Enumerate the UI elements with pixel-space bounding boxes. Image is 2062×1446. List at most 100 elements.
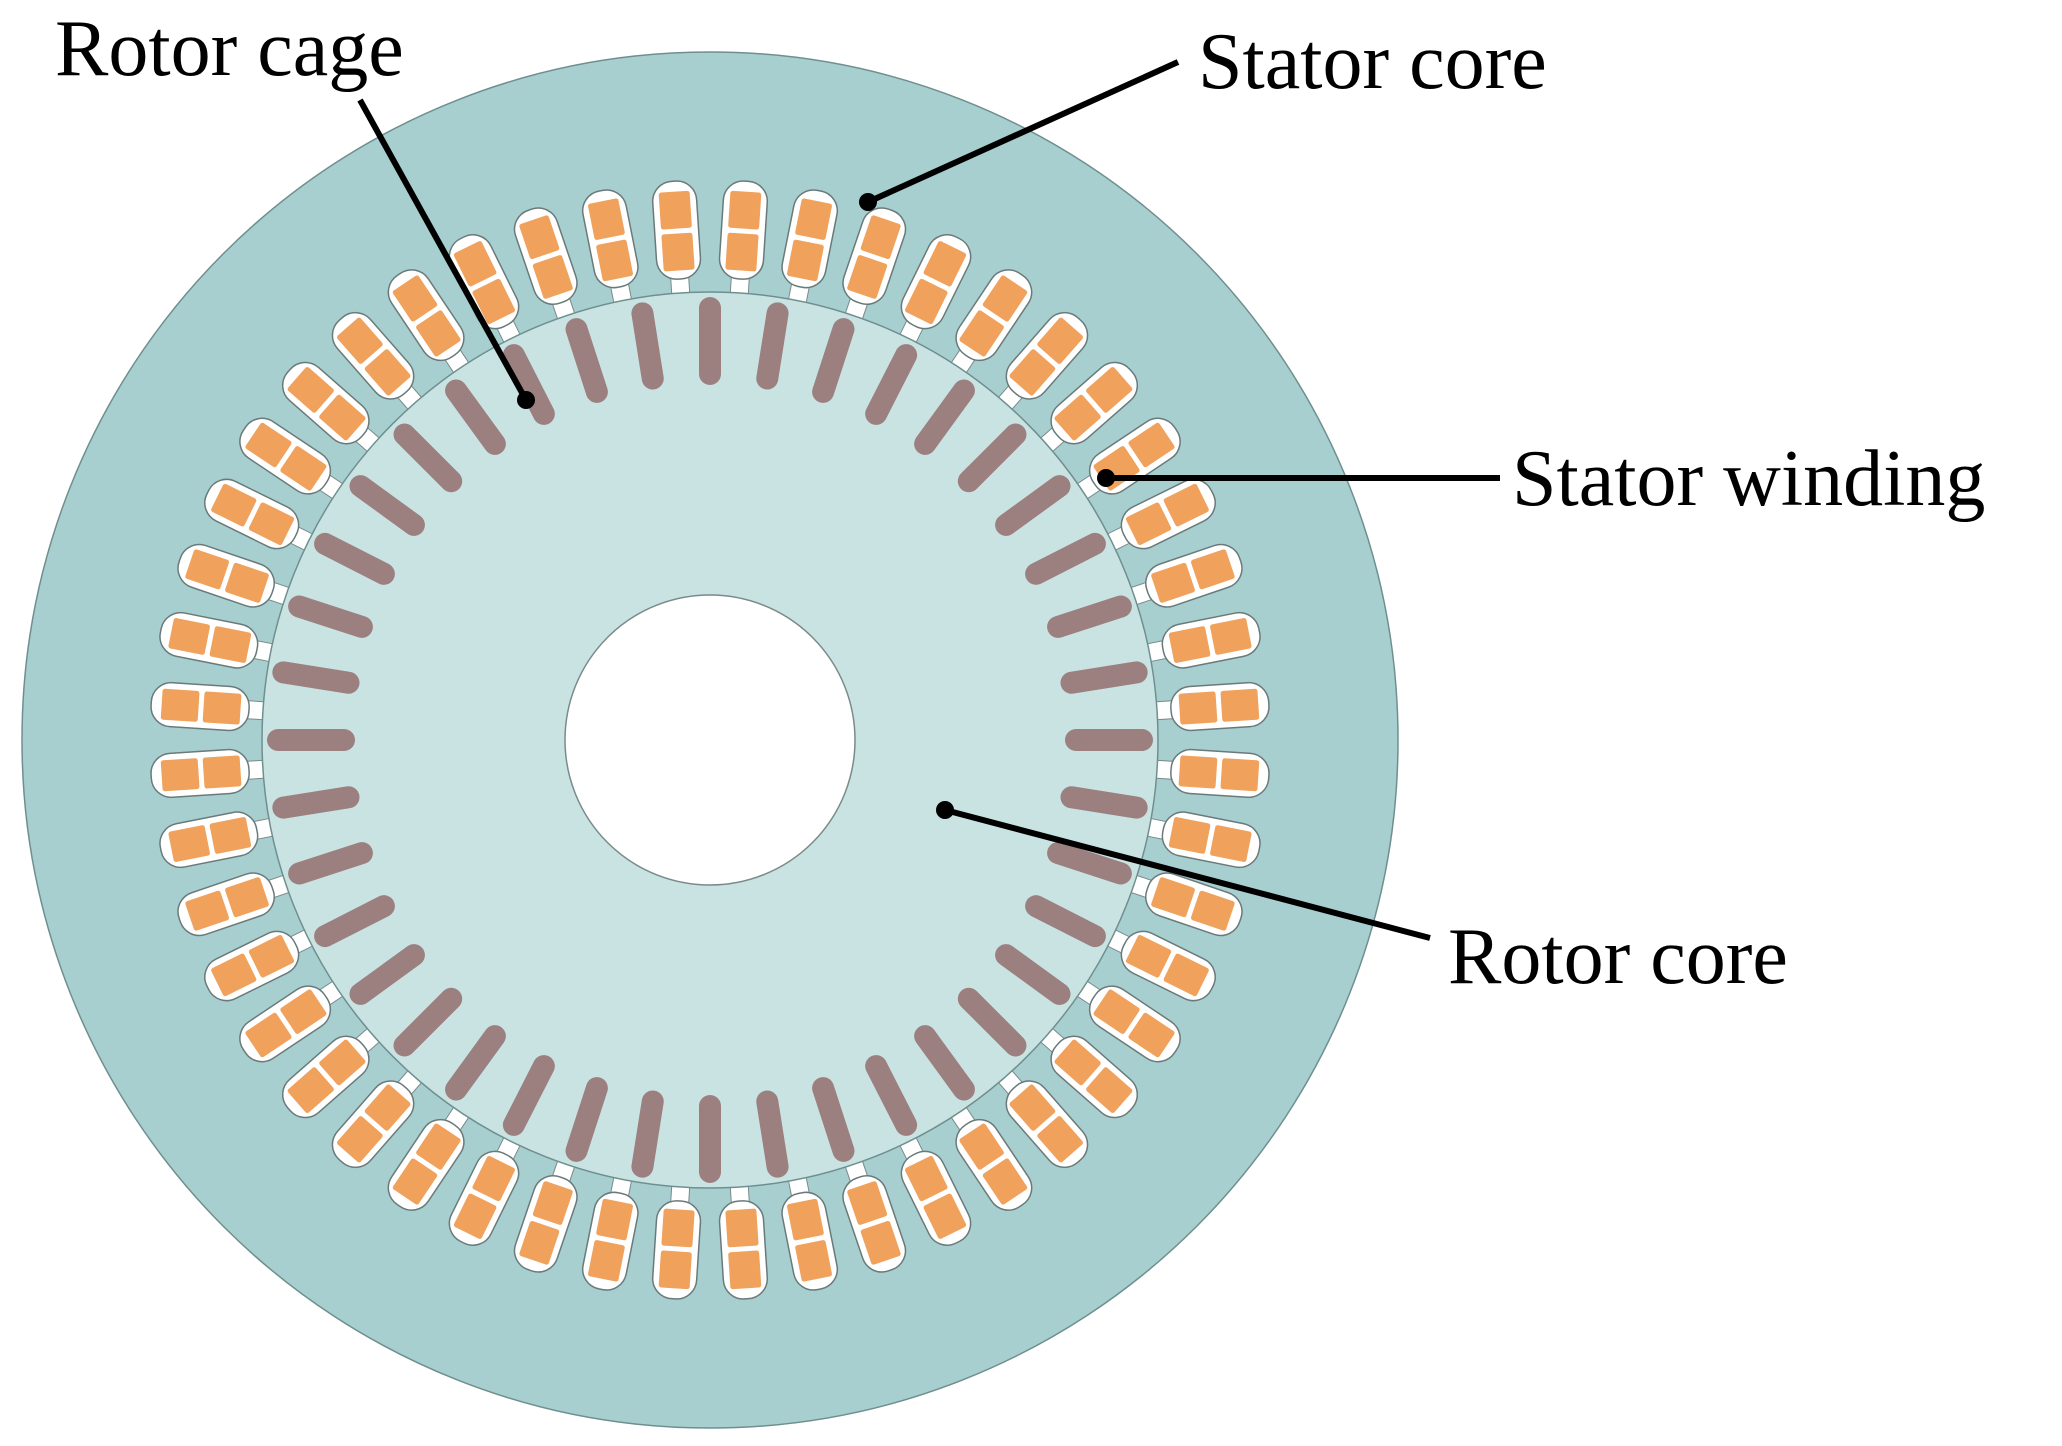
stator-winding-conductor xyxy=(660,231,696,273)
stator-winding-conductor xyxy=(958,309,1005,358)
rotor-bar xyxy=(502,344,555,425)
rotor-bar xyxy=(288,595,373,638)
rotor-bar xyxy=(756,302,789,390)
stator-winding-conductor xyxy=(1008,1083,1057,1132)
rotor-bar xyxy=(756,1090,789,1178)
rotor-core-label: Rotor core xyxy=(1448,913,1788,1001)
stator-winding-conductor xyxy=(859,1219,902,1266)
stator-slot xyxy=(177,872,292,937)
stator-winding-conductor xyxy=(958,1122,1005,1171)
rotor-bar xyxy=(995,475,1071,536)
stator-winding-conductor xyxy=(1189,548,1236,591)
stator-winding-conductor xyxy=(846,1180,889,1226)
stator-slot xyxy=(1075,979,1181,1063)
stator-winding-conductor xyxy=(531,254,574,300)
stator-slot xyxy=(949,269,1033,375)
stator-winding-conductor xyxy=(184,548,231,591)
rotor-cage-label: Rotor cage xyxy=(55,5,404,93)
stator-winding-conductor xyxy=(452,240,498,288)
stator-winding-conductor xyxy=(286,1066,335,1114)
stator-slot xyxy=(1145,611,1261,669)
stator-slot xyxy=(949,1105,1033,1211)
stator-winding-conductor xyxy=(159,757,201,793)
stator-winding-conductor xyxy=(518,1219,561,1266)
stator-winding-conductor xyxy=(471,1154,516,1203)
stator-winding-conductor xyxy=(786,238,825,283)
stator-slot xyxy=(1128,543,1243,608)
rotor-bar xyxy=(1060,661,1148,694)
stator-winding-conductor xyxy=(318,393,367,442)
stator-slots xyxy=(150,180,1270,1300)
stator-winding-conductor xyxy=(859,214,902,261)
stator-winding-conductor xyxy=(1036,316,1084,365)
stator-winding-conductor xyxy=(727,1249,763,1291)
stator-winding-conductor xyxy=(518,214,561,261)
stator-winding-conductor xyxy=(1150,876,1196,919)
stator-winding-conductor xyxy=(167,824,211,863)
rotor-bar xyxy=(1025,532,1106,585)
stator-slot xyxy=(448,1135,522,1246)
stator-slot xyxy=(718,1183,769,1300)
stator-winding-conductor xyxy=(279,445,328,492)
rotor-bar xyxy=(865,344,918,425)
stator-winding-conductor xyxy=(452,1192,498,1240)
stator-winding-conductor xyxy=(727,189,763,231)
stator-winding-conductor xyxy=(846,254,889,300)
stator-slot xyxy=(387,269,471,375)
stator-winding-conductor xyxy=(657,1249,693,1291)
rotor-bar xyxy=(1047,595,1132,638)
stator-winding-conductor xyxy=(224,561,270,604)
stator-winding-conductor xyxy=(786,1197,825,1242)
stator-slot xyxy=(651,1183,702,1300)
stator-winding-conductor xyxy=(208,816,253,855)
rotor-bar xyxy=(631,302,664,390)
stator-winding-conductor xyxy=(318,1038,367,1087)
stator-winding-conductor xyxy=(587,1239,626,1283)
rotor-bar xyxy=(699,1095,721,1183)
stator-winding-conductor xyxy=(904,277,949,326)
stator-slot xyxy=(204,928,315,1002)
rotor-bar xyxy=(272,661,360,694)
rotor-cage-dot xyxy=(517,391,535,409)
stator-winding-conductor xyxy=(167,617,211,656)
stator-winding-conductor xyxy=(595,238,634,283)
stator-slot xyxy=(150,681,267,732)
stator-winding-conductor xyxy=(657,189,693,231)
stator-winding-conductor xyxy=(244,421,293,469)
stator-winding-conductor xyxy=(1219,757,1261,793)
rotor-bar xyxy=(914,1025,975,1101)
rotor-core-leader xyxy=(944,807,1431,941)
rotor-bar xyxy=(393,423,463,493)
stator-winding-conductor xyxy=(794,1239,833,1283)
rotor-bar xyxy=(914,379,975,455)
stator-winding-conductor xyxy=(1124,501,1173,546)
stator-winding-conductor xyxy=(1162,952,1210,998)
rotor-bar xyxy=(349,475,425,536)
rotor-bar xyxy=(1060,786,1148,819)
rotor-bar xyxy=(314,895,395,948)
stator-winding-conductor xyxy=(1177,754,1219,790)
stator-slot xyxy=(898,1135,972,1246)
stator-winding-conductor xyxy=(1219,687,1261,723)
stator-winding-conductor xyxy=(587,197,626,241)
stator-winding-conductor xyxy=(336,316,384,365)
stator-slot xyxy=(718,180,769,297)
stator-slot xyxy=(331,1068,424,1169)
stator-slot xyxy=(239,979,345,1063)
stator-winding-conductor xyxy=(531,1180,574,1226)
stator-slot xyxy=(651,180,702,297)
rotor-bar xyxy=(957,423,1027,493)
stator-slot xyxy=(581,189,639,305)
stator-winding-dot xyxy=(1097,469,1115,487)
stator-slot xyxy=(177,543,292,608)
stator-winding-conductor xyxy=(1150,561,1196,604)
stator-winding-conductor xyxy=(391,274,439,323)
stator-winding-conductor xyxy=(794,197,833,241)
stator-winding-conductor xyxy=(724,1207,760,1249)
rotor-core-dot xyxy=(936,801,954,819)
stator-winding-conductor xyxy=(922,240,968,288)
stator-winding-conductor xyxy=(981,1157,1029,1206)
stator-core-leader xyxy=(866,59,1180,205)
stator-slot xyxy=(159,811,275,869)
